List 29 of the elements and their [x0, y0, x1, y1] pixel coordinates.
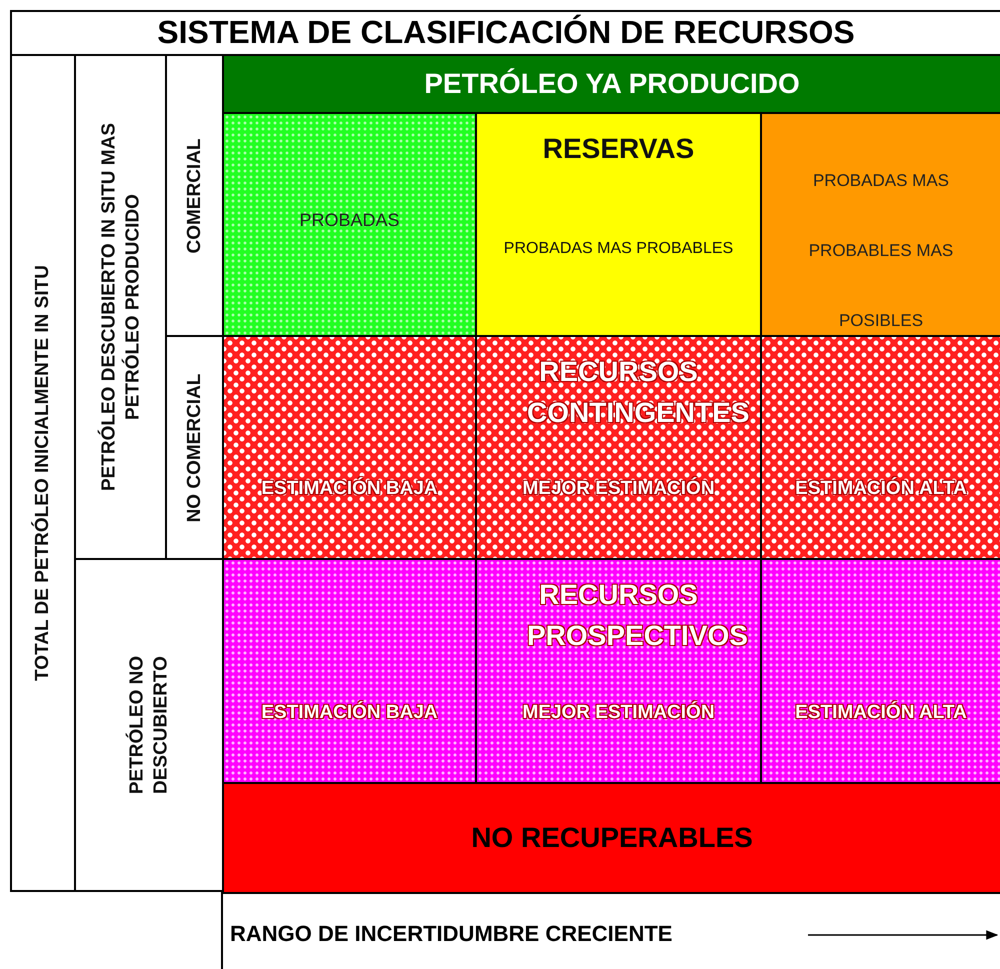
- category-cell: [222, 558, 477, 784]
- row-label: TOTAL DE PETRÓLEO INICIALMENTE IN SITU: [31, 264, 54, 683]
- category-band: [222, 54, 1000, 114]
- category-cell: [475, 335, 762, 560]
- cell-label: PROBADAS MAS PROBABLES: [502, 240, 734, 258]
- axis-label: RANGO DE INCERTIDUMBRE CRECIENTE: [230, 921, 672, 947]
- cell-heading: RESERVAS: [542, 132, 696, 166]
- cell-label: ESTIMACIÓN BAJA: [260, 702, 439, 724]
- category-cell: [475, 558, 762, 784]
- cell-heading: RECURSOS PROSPECTIVOS: [526, 578, 749, 653]
- category-cell: [475, 112, 762, 337]
- category-cell: [222, 112, 477, 337]
- cell-label: MEJOR ESTIMACIÓN: [521, 702, 716, 724]
- title: SISTEMA DE CLASIFICACIÓN DE RECURSOS: [156, 14, 856, 51]
- cell-label: PROBADAS: [298, 210, 401, 231]
- category-cell: [760, 558, 1000, 784]
- category-cell: [760, 335, 1000, 560]
- band-label: PETRÓLEO YA PRODUCIDO: [423, 68, 801, 100]
- category-cell: [760, 112, 1000, 337]
- category-band: [222, 782, 1000, 894]
- row-header: [10, 54, 76, 892]
- row-label: NO COMERCIAL: [182, 372, 206, 524]
- row-label: PETRÓLEO NO DESCUBIERTO: [125, 654, 172, 796]
- cell-label: PROBADAS MAS PROBABLES MAS POSIBLES: [808, 170, 954, 332]
- band-label: NO RECUPERABLES: [470, 822, 754, 854]
- cell-label: ESTIMACIÓN ALTA: [794, 702, 968, 724]
- category-cell: [222, 335, 477, 560]
- row-label: COMERCIAL: [182, 136, 206, 256]
- row-label: PETRÓLEO DESCUBIERTO IN SITU MAS PETRÓLEO PRODUCIDO: [96, 122, 144, 494]
